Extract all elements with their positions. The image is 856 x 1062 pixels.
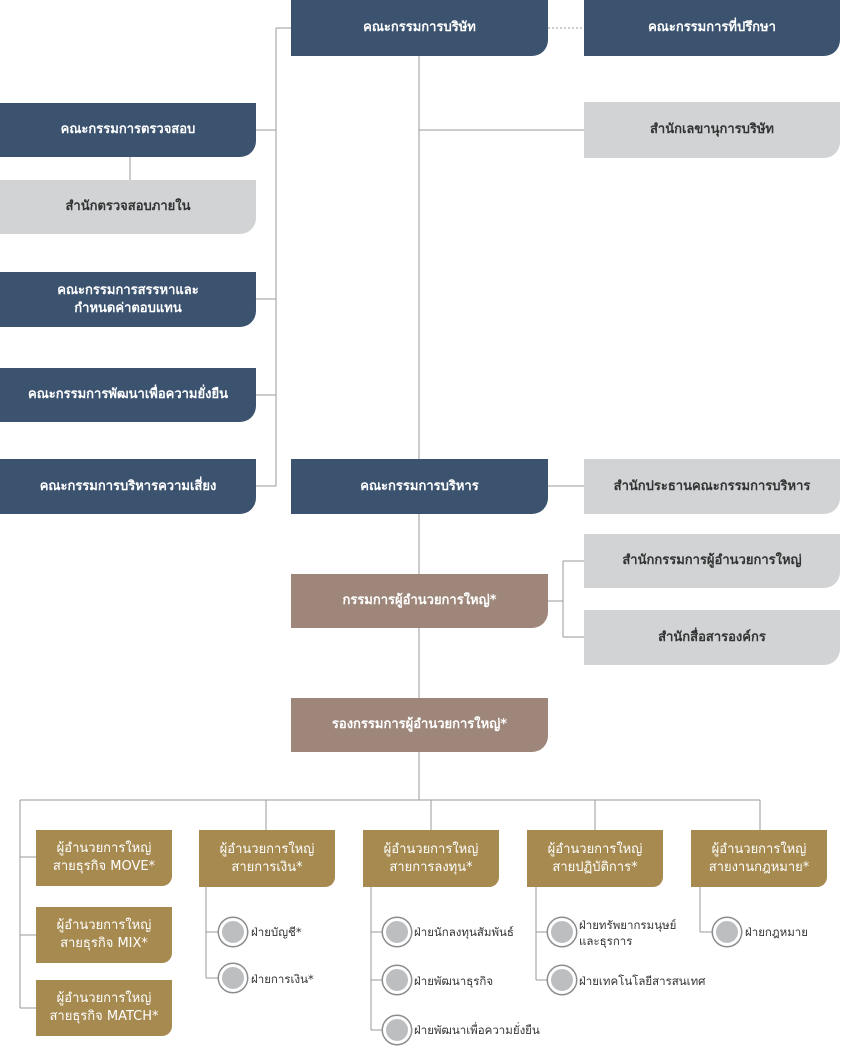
evp-division: สายการเงิน* <box>231 859 303 875</box>
nomination-committee-line1: คณะกรรมการสรรหาและ <box>57 282 199 298</box>
deputy-ceo-label: รองกรรมการผู้อำนวยการใหญ่* <box>331 717 508 733</box>
evp-legal-box: ผู้อำนวยการใหญ่ สายงานกฎหมาย* <box>691 830 827 887</box>
audit-committee-box: คณะกรรมการตรวจสอบ <box>0 103 256 157</box>
evp-title: ผู้อำนวยการใหญ่ <box>711 841 807 857</box>
company-secretary-box: สำนักเลขานุการบริษัท <box>584 102 840 158</box>
evp-division: สายธุรกิจ MOVE* <box>52 859 156 874</box>
sustainability-committee-label: คณะกรรมการพัฒนาเพื่อความยั่งยืน <box>28 387 228 403</box>
corporate-communications-box: สำนักสื่อสารองค์กร <box>584 610 840 665</box>
evp-finance-box: ผู้อำนวยการใหญ่ สายการเงิน* <box>199 830 335 887</box>
dept-finance-label: ฝ่ายการเงิน* <box>251 972 314 986</box>
evp-title: ผู้อำนวยการใหญ่ <box>56 841 152 857</box>
evp-title: ผู้อำนวยการใหญ่ <box>547 841 643 857</box>
dept-accounting-label: ฝ่ายบัญชี* <box>251 925 302 939</box>
dept-legal-label: ฝ่ายกฎหมาย <box>745 925 808 939</box>
dept-hr-line2: และธุรการ <box>579 934 633 949</box>
evp-mix-box: ผู้อำนวยการใหญ่ สายธุรกิจ MIX* <box>36 907 172 963</box>
audit-committee-label: คณะกรรมการตรวจสอบ <box>60 122 196 138</box>
evp-division: สายปฏิบัติการ* <box>552 859 638 875</box>
evp-move-box: ผู้อำนวยการใหญ่ สายธุรกิจ MOVE* <box>36 830 172 886</box>
risk-committee-label: คณะกรรมการบริหารความเสี่ยง <box>39 478 217 494</box>
advisory-board-box: คณะกรรมการที่ปรึกษา <box>584 0 840 56</box>
internal-audit-box: สำนักตรวจสอบภายใน <box>0 180 256 234</box>
dept-business-development-label: ฝ่ายพัฒนาธุรกิจ <box>414 974 494 988</box>
ceo-office-box: สำนักกรรมการผู้อำนวยการใหญ่ <box>584 534 840 588</box>
dept-bullet-icon <box>219 918 247 946</box>
exec-chairman-office-box: สำนักประธานคณะกรรมการบริหาร <box>584 459 840 514</box>
dept-bullet-icon <box>383 966 411 994</box>
evp-division: สายธุรกิจ MATCH* <box>49 1009 159 1024</box>
evp-operations-box: ผู้อำนวยการใหญ่ สายปฏิบัติการ* <box>527 830 663 887</box>
dept-bullet-icon <box>383 1016 411 1044</box>
dept-bullet-icon <box>548 918 576 946</box>
evp-title: ผู้อำนวยการใหญ่ <box>56 991 152 1007</box>
evp-investment-box: ผู้อำนวยการใหญ่ สายการลงทุน* <box>363 830 499 887</box>
dept-bullet-icon <box>713 918 741 946</box>
dept-investor-relations-label: ฝ่ายนักลงทุนสัมพันธ์ <box>414 925 514 939</box>
nomination-committee-box: คณะกรรมการสรรหาและ กำหนดค่าตอบแทน <box>0 272 256 327</box>
evp-division: สายธุรกิจ MIX* <box>60 936 148 951</box>
advisors-label: คณะกรรมการที่ปรึกษา <box>648 20 776 36</box>
executive-committee-box: คณะกรรมการบริหาร <box>291 459 548 514</box>
company-secretary-label: สำนักเลขานุการบริษัท <box>649 122 774 138</box>
ceo-office-label: สำนักกรรมการผู้อำนวยการใหญ่ <box>622 553 802 569</box>
dept-bullet-icon <box>383 918 411 946</box>
dept-hr-line1: ฝ่ายทรัพยากรมนุษย์ <box>579 918 677 932</box>
dept-bullet-icon <box>219 964 247 992</box>
evp-title: ผู้อำนวยการใหญ่ <box>383 841 479 857</box>
sustainability-committee-box: คณะกรรมการพัฒนาเพื่อความยั่งยืน <box>0 368 256 422</box>
ceo-box: กรรมการผู้อำนวยการใหญ่* <box>291 574 548 628</box>
dept-bullet-icon <box>548 966 576 994</box>
dept-hr-admin-label: ฝ่ายทรัพยากรมนุษย์ และธุรการ <box>579 917 676 949</box>
internal-audit-label: สำนักตรวจสอบภายใน <box>65 199 191 215</box>
evp-division: สายการลงทุน* <box>389 859 473 875</box>
corporate-communications-label: สำนักสื่อสารองค์กร <box>658 629 766 645</box>
evp-division: สายงานกฎหมาย* <box>708 859 810 875</box>
evp-title: ผู้อำนวยการใหญ่ <box>219 841 315 857</box>
board-of-directors-box: คณะกรรมการบริษัท <box>291 0 548 56</box>
ceo-label: กรรมการผู้อำนวยการใหญ่* <box>342 593 497 609</box>
exec-chairman-office-label: สำนักประธานคณะกรรมการบริหาร <box>613 478 811 494</box>
dept-it-label: ฝ่ายเทคโนโลยีสารสนเทศ <box>579 974 706 988</box>
board-label: คณะกรรมการบริษัท <box>363 20 476 36</box>
nomination-committee-line2: กำหนดค่าตอบแทน <box>74 300 182 316</box>
executive-committee-label: คณะกรรมการบริหาร <box>360 478 479 494</box>
risk-committee-box: คณะกรรมการบริหารความเสี่ยง <box>0 459 256 514</box>
evp-title: ผู้อำนวยการใหญ่ <box>56 918 152 934</box>
evp-match-box: ผู้อำนวยการใหญ่ สายธุรกิจ MATCH* <box>36 980 172 1036</box>
dept-sustainability-label: ฝ่ายพัฒนาเพื่อความยั่งยืน <box>414 1023 540 1037</box>
deputy-ceo-box: รองกรรมการผู้อำนวยการใหญ่* <box>291 698 548 752</box>
